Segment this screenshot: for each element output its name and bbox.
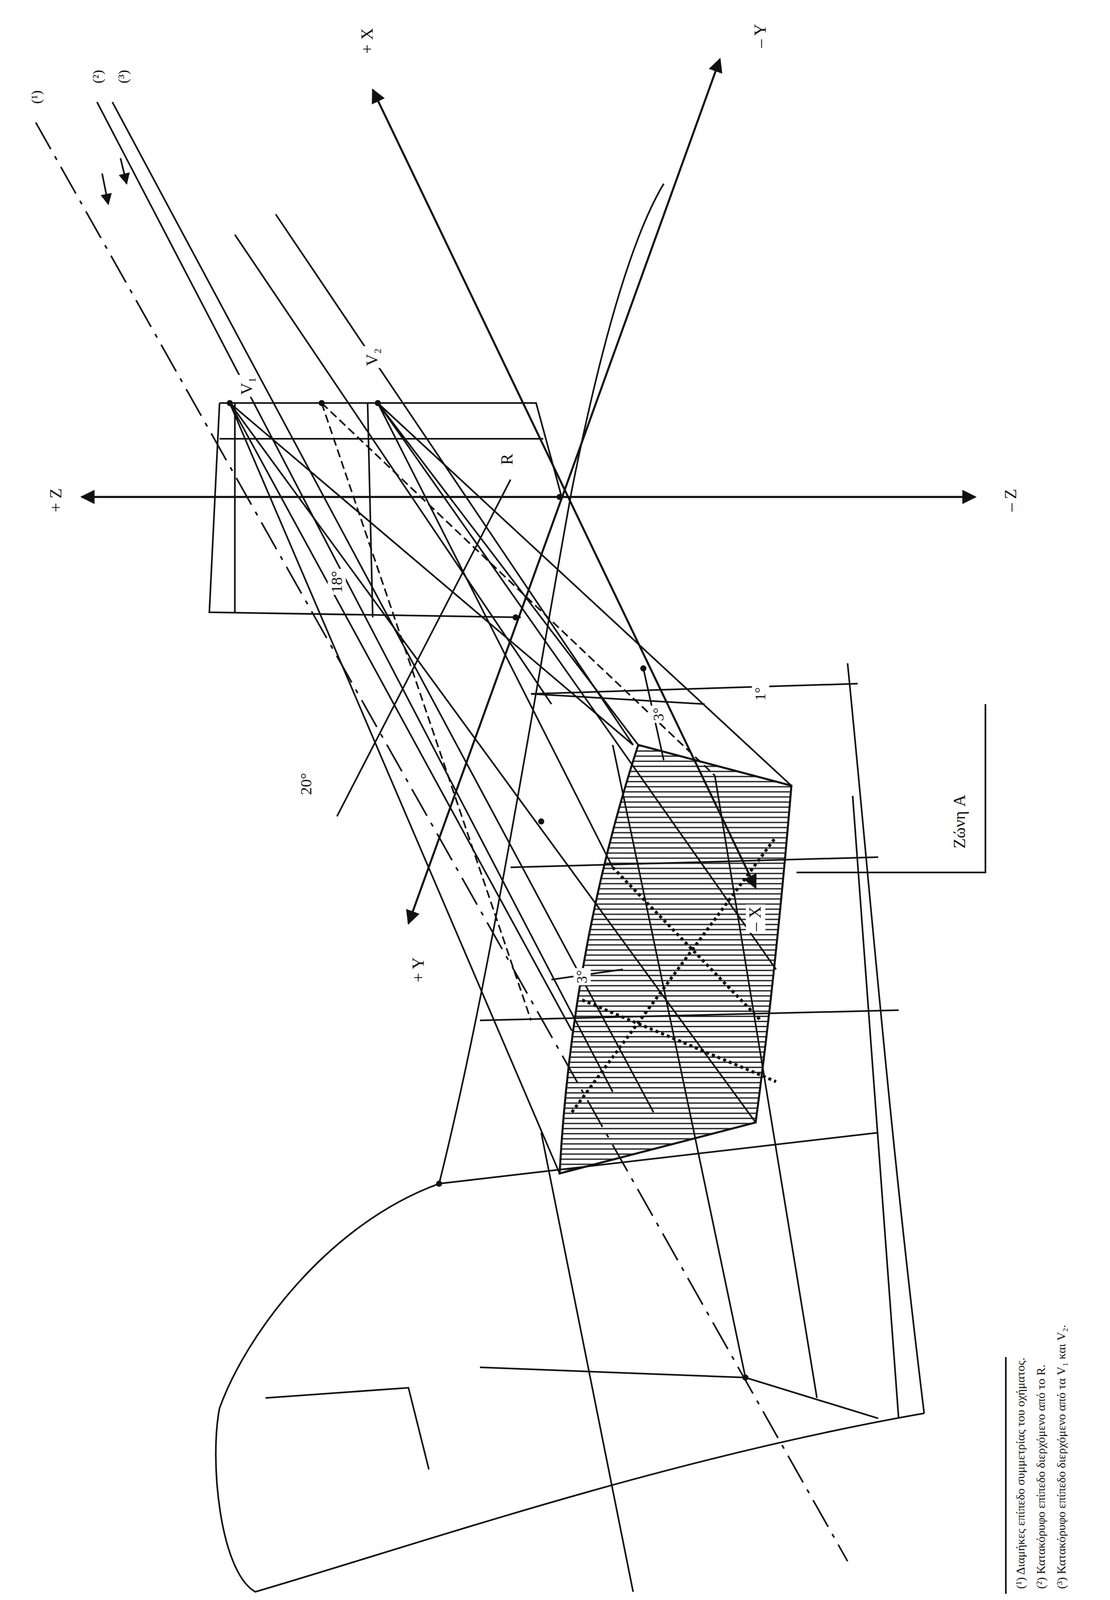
axis-label: + X bbox=[357, 26, 378, 56]
callout-number: (¹) bbox=[27, 88, 44, 106]
axis-label: – X bbox=[746, 905, 766, 934]
angle-label: 1° bbox=[752, 685, 770, 703]
zone-label: Ζώνη A bbox=[950, 793, 970, 851]
point-label: V₁ bbox=[237, 374, 257, 397]
footnote: (²) Κατακόρυφο επίπεδο διερχόμενο από το… bbox=[1034, 1363, 1049, 1592]
angle-label: 18° bbox=[328, 569, 347, 596]
angle-label: 3° bbox=[573, 968, 591, 986]
footnote: (³) Κατακόρυφο επίπεδο διερχόμενο από τα… bbox=[1054, 1323, 1070, 1592]
axis-label: + Y bbox=[408, 955, 429, 985]
axis-label: – Y bbox=[751, 21, 771, 50]
axis-label: + Z bbox=[46, 486, 66, 514]
callout-number: (²) bbox=[88, 67, 106, 86]
point-label: R bbox=[498, 452, 518, 467]
axis-label: – Z bbox=[1001, 486, 1021, 514]
point-label: V₂ bbox=[362, 346, 383, 369]
angle-label: 3° bbox=[650, 706, 668, 724]
footnote: (¹) Διαμήκες επίπεδο συμμετρίας του οχήμ… bbox=[1013, 1356, 1029, 1592]
angle-label: 20° bbox=[297, 771, 316, 798]
callout-number: (³) bbox=[114, 67, 131, 86]
